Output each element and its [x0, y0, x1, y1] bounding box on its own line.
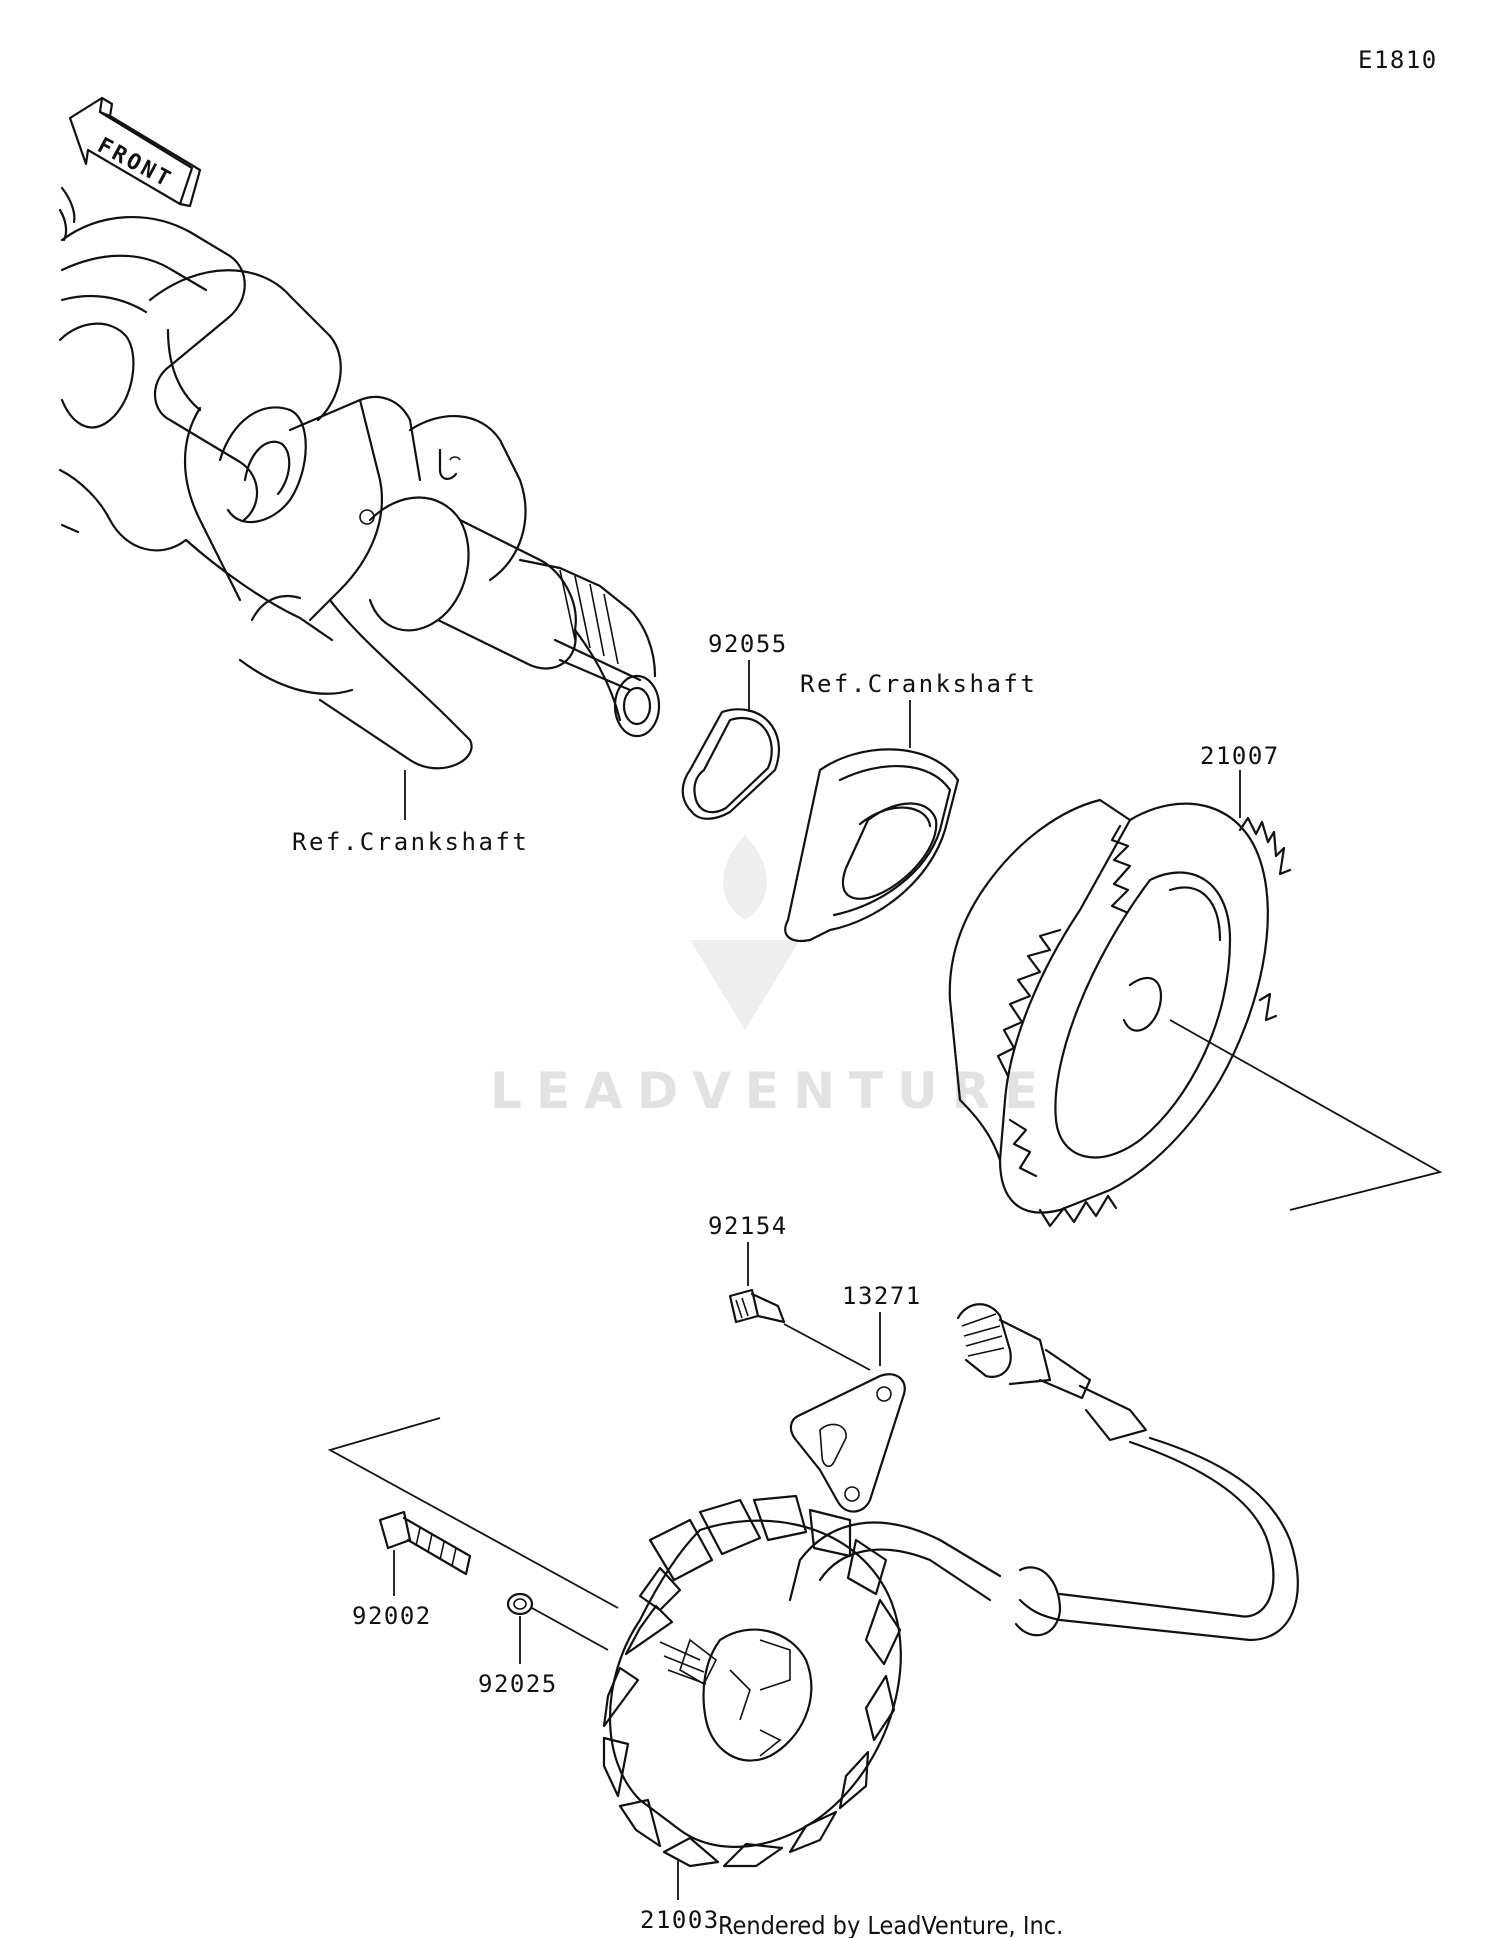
o-ring-92055 [681, 708, 781, 820]
oil-seal-ref-crankshaft [784, 748, 960, 943]
label-92055: 92055 [708, 630, 788, 658]
bolt-92002 [378, 1510, 472, 1576]
watermark-text: LEADVENTURE [490, 1062, 1052, 1120]
stator-wiring-harness [788, 1303, 1299, 1642]
label-ref-crankshaft-seal: Ref.Crankshaft [800, 670, 1037, 698]
watermark: LEADVENTURE [490, 835, 1052, 1120]
footer-credit: Rendered by LeadVenture, Inc. [718, 1911, 1063, 1938]
plate-13271 [789, 1373, 906, 1513]
front-label: FRONT [93, 133, 176, 193]
front-arrow-icon: FRONT [68, 96, 202, 208]
washer-92025 [506, 1592, 609, 1651]
label-ref-crankshaft-shaft: Ref.Crankshaft [292, 828, 529, 856]
flywheel-21007 [948, 798, 1443, 1228]
diagram-code: E1810 [1358, 46, 1438, 74]
bolt-92154 [728, 1288, 871, 1371]
label-92154: 92154 [708, 1212, 788, 1240]
label-13271: 13271 [842, 1282, 922, 1310]
label-92002: 92002 [352, 1602, 432, 1630]
stator-21003 [602, 1494, 902, 1868]
label-21007: 21007 [1200, 742, 1280, 770]
label-21003: 21003 [640, 1906, 720, 1934]
label-92025: 92025 [478, 1670, 558, 1698]
crankshaft [58, 186, 661, 770]
